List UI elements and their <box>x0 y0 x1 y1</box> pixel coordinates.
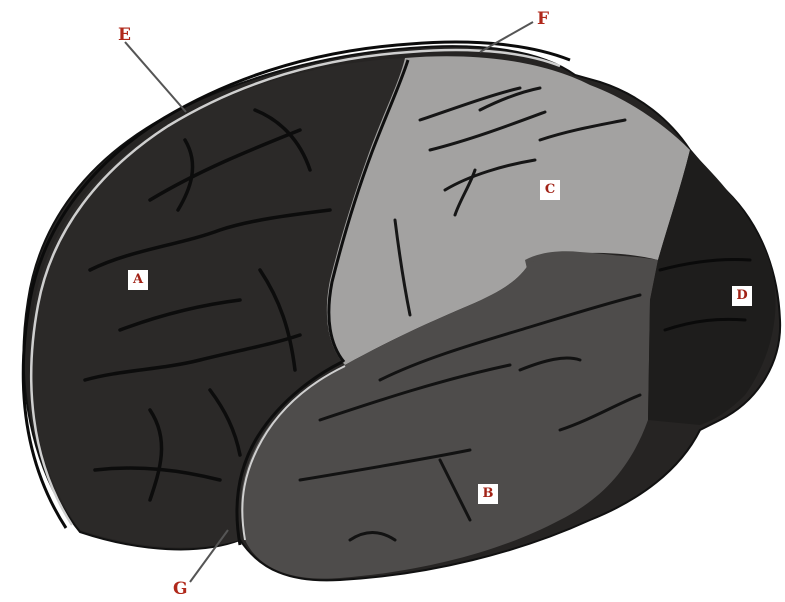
label-g: G <box>173 580 188 598</box>
label-f: F <box>537 10 549 28</box>
label-e: E <box>118 26 131 44</box>
label-a: A <box>128 270 148 290</box>
label-c: C <box>540 180 560 200</box>
label-d: D <box>732 286 752 306</box>
label-b: B <box>478 484 498 504</box>
pointer-line-e <box>125 42 186 112</box>
